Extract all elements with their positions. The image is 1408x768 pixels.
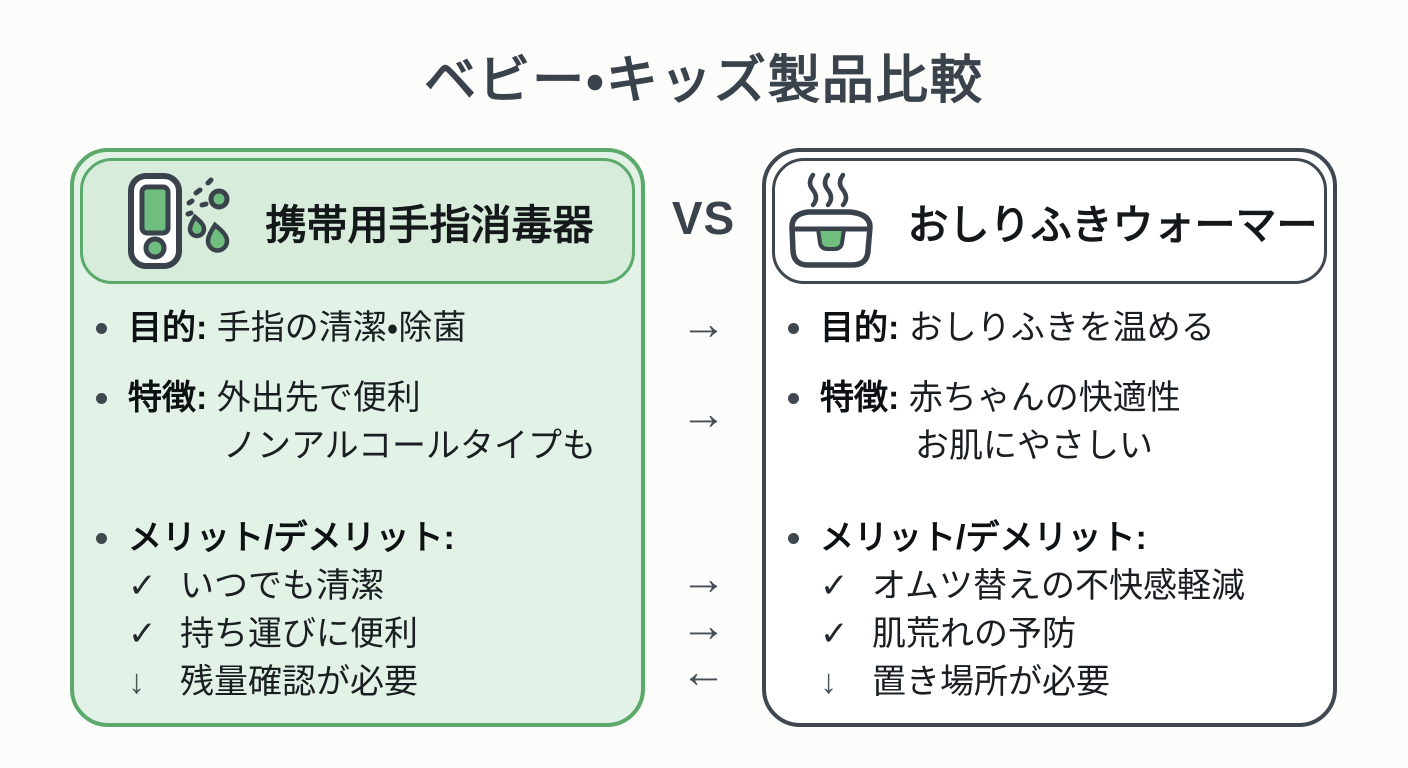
page-title: ベビー・キッズ製品比較 [424, 52, 984, 110]
purpose-text: おしりふきを温める [908, 309, 1215, 347]
left-point-1: ✓ いつでも清潔 [96, 562, 623, 610]
down-arrow-icon: ↓ [820, 663, 837, 701]
bullet-dot-icon [96, 322, 107, 334]
right-arrow-icon: → [680, 387, 727, 439]
feature-label: 特徴: [128, 379, 208, 417]
right-arrow-icon: → [680, 297, 727, 349]
right-card-body: 目的: おしりふきを温める 特徴: 赤ちゃんの快適性 お肌にやさしい メリット/… [766, 304, 1333, 706]
vs-label: VS [671, 192, 736, 244]
right-merits-row: メリット/デメリット: [788, 514, 1315, 562]
feature-text-1: 外出先で便利 [216, 379, 421, 417]
bullet-dot-icon [788, 322, 799, 334]
check-icon: ✓ [820, 615, 849, 653]
point-text: いつでも清潔 [180, 567, 384, 605]
wipe-warmer-icon [782, 169, 882, 273]
left-purpose-row: 目的: 手指の清潔・除菌 [96, 304, 623, 352]
left-point-3: ↓ 残量確認が必要 [96, 658, 623, 706]
purpose-text: 手指の清潔・除菌 [216, 309, 467, 347]
left-arrow-icon: ← [680, 645, 727, 697]
right-point-3: ↓ 置き場所が必要 [788, 658, 1315, 706]
right-arrow-icon: → [680, 552, 727, 604]
left-product-title: 携帯用手指消毒器 [265, 202, 594, 248]
feature-text-2: お肌にやさしい [915, 427, 1153, 465]
left-card-body: 目的: 手指の清潔・除菌 特徴: 外出先で便利 ノンアルコールタイプも メリット… [74, 304, 641, 706]
feature-text-1: 赤ちゃんの快適性 [908, 379, 1181, 417]
right-feature-row: 特徴: 赤ちゃんの快適性 お肌にやさしい [788, 374, 1315, 470]
point-text: 残量確認が必要 [180, 663, 418, 701]
merits-label: メリット/デメリット: [820, 519, 1147, 557]
right-product-title: おしりふきウォーマー [907, 202, 1318, 248]
check-icon: ✓ [128, 615, 157, 653]
right-card-header: おしりふきウォーマー [772, 158, 1327, 284]
right-point-2: ✓ 肌荒れの予防 [788, 610, 1315, 658]
left-feature-row: 特徴: 外出先で便利 ノンアルコールタイプも [96, 374, 623, 470]
left-point-2: ✓ 持ち運びに便利 [96, 610, 623, 658]
right-point-1: ✓ オムツ替えの不快感軽減 [788, 562, 1315, 610]
left-product-card: 携帯用手指消毒器 目的: 手指の清潔・除菌 特徴: 外出先で便利 ノンアルコール… [70, 148, 645, 727]
bullet-dot-icon [788, 392, 799, 404]
point-text: 置き場所が必要 [872, 663, 1110, 701]
feature-label: 特徴: [820, 379, 900, 417]
point-text: 肌荒れの予防 [872, 615, 1076, 653]
left-card-header: 携帯用手指消毒器 [80, 158, 635, 284]
down-arrow-icon: ↓ [128, 663, 145, 701]
feature-text-2: ノンアルコールタイプも [223, 427, 596, 465]
bullet-dot-icon [96, 392, 107, 404]
purpose-label: 目的: [820, 309, 900, 347]
point-text: オムツ替えの不快感軽減 [872, 567, 1245, 605]
right-purpose-row: 目的: おしりふきを温める [788, 304, 1315, 352]
bullet-dot-icon [788, 532, 799, 544]
bullet-dot-icon [96, 532, 107, 544]
purpose-label: 目的: [128, 309, 208, 347]
merits-label: メリット/デメリット: [128, 519, 455, 557]
check-icon: ✓ [820, 567, 849, 605]
right-product-card: おしりふきウォーマー 目的: おしりふきを温める 特徴: 赤ちゃんの快適性 お肌… [762, 148, 1337, 727]
check-icon: ✓ [128, 567, 157, 605]
hand-sanitizer-icon [122, 169, 240, 273]
right-arrow-icon: → [680, 599, 727, 651]
left-merits-row: メリット/デメリット: [96, 514, 623, 562]
point-text: 持ち運びに便利 [180, 615, 418, 653]
